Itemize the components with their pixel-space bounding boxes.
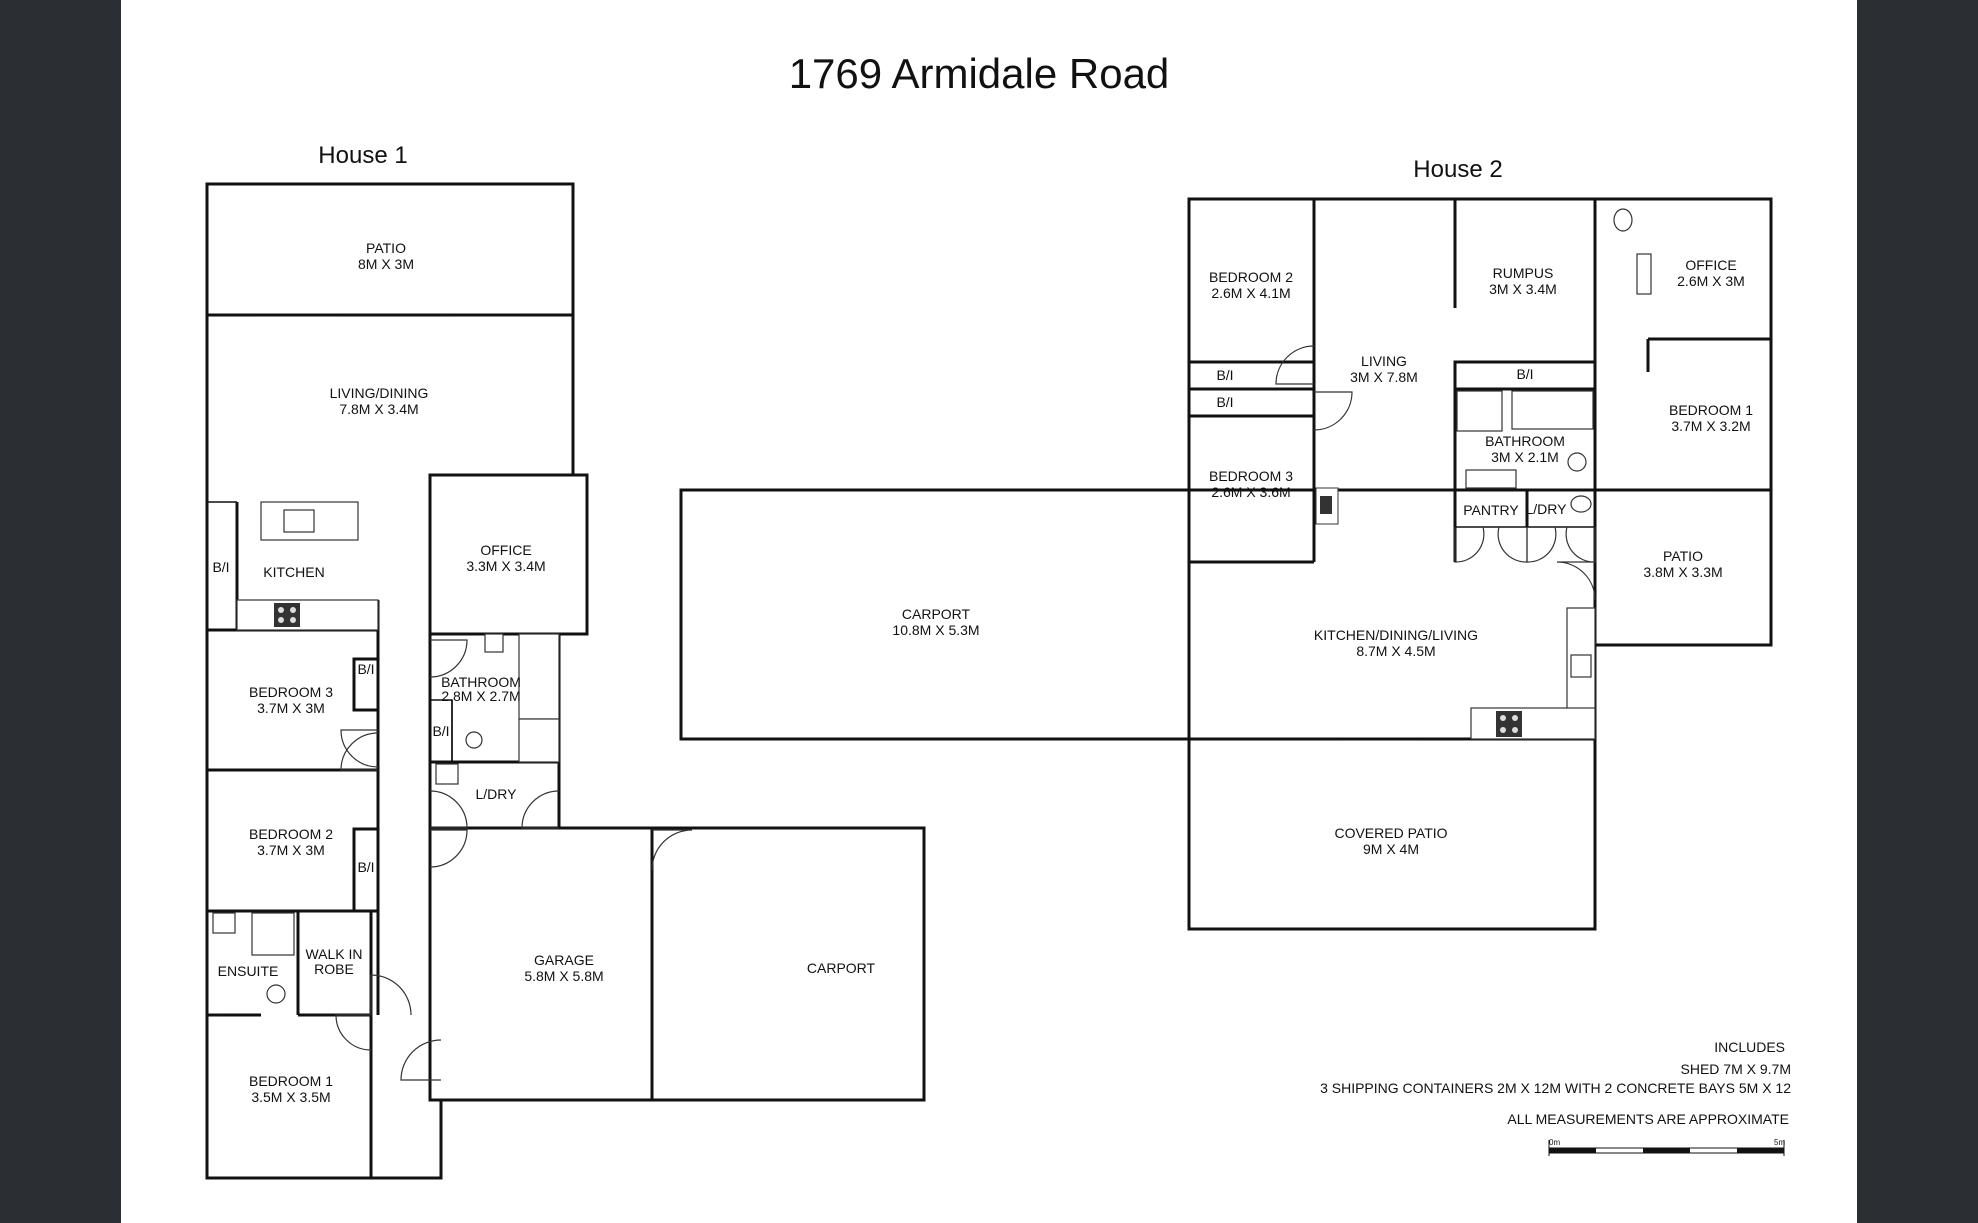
- h2-bedroom1-size: 3.7M X 3.2M: [1671, 418, 1750, 434]
- h2-living-label: LIVING: [1361, 353, 1407, 369]
- scale-bar: 0m 5m: [1548, 1138, 1785, 1156]
- h2-bi-top-label: B/I: [1216, 367, 1233, 383]
- h2-carport-size: 10.8M X 5.3M: [892, 622, 979, 638]
- h2-patio-size: 3.8M X 3.3M: [1643, 564, 1722, 580]
- h1-bedroom2-size: 3.7M X 3M: [257, 842, 325, 858]
- h1-patio-size: 8M X 3M: [358, 256, 414, 272]
- h1-bathroom-bi-label: B/I: [432, 723, 449, 739]
- floor-plan-drawing: 1769 Armidale Road House 1: [205, 50, 1791, 1180]
- h1-carport-label: CARPORT: [807, 960, 876, 976]
- note-containers: 3 SHIPPING CONTAINERS 2M X 12M WITH 2 CO…: [1320, 1080, 1791, 1096]
- house2-heading: House 2: [1413, 156, 1502, 183]
- h2-carport-label: CARPORT: [902, 606, 971, 622]
- h1-patio-label: PATIO: [366, 240, 406, 256]
- h2-laundry-label: L/DRY: [1526, 501, 1568, 517]
- h1-bedroom2-bi-label: B/I: [357, 859, 374, 875]
- h1-laundry-label: L/DRY: [476, 786, 518, 802]
- h2-bedroom1-label: BEDROOM 1: [1669, 402, 1753, 418]
- h1-office-label: OFFICE: [480, 542, 531, 558]
- h1-kitchen-bi-label: B/I: [212, 559, 229, 575]
- house2-walls: [679, 197, 1773, 931]
- h1-walk-in-robe-line2: ROBE: [314, 961, 354, 977]
- floor-plan-sheet: 1769 Armidale Road House 1: [121, 0, 1857, 1223]
- h2-pantry-label: PANTRY: [1463, 502, 1519, 518]
- house1-walls: [205, 182, 926, 1180]
- h1-living-dining-size: 7.8M X 3.4M: [339, 401, 418, 417]
- h2-bathroom-bi-label: B/I: [1516, 366, 1533, 382]
- house1-heading: House 1: [318, 142, 407, 169]
- h2-bedroom2-size: 2.6M X 4.1M: [1211, 285, 1290, 301]
- h1-bedroom3-bi-label: B/I: [357, 661, 374, 677]
- note-approx: ALL MEASUREMENTS ARE APPROXIMATE: [1507, 1111, 1789, 1127]
- plan-title: 1769 Armidale Road: [789, 50, 1170, 97]
- h1-walk-in-robe-line1: WALK IN: [305, 946, 362, 962]
- h1-bedroom1-label: BEDROOM 1: [249, 1073, 333, 1089]
- h1-kitchen-label: KITCHEN: [263, 564, 324, 580]
- h2-office-size: 2.6M X 3M: [1677, 273, 1745, 289]
- h1-bedroom3-label: BEDROOM 3: [249, 684, 333, 700]
- h2-patio-label: PATIO: [1663, 548, 1703, 564]
- h2-rumpus-size: 3M X 3.4M: [1489, 281, 1557, 297]
- h1-ensuite-label: ENSUITE: [218, 963, 279, 979]
- h2-kitchen-dining-living-label: KITCHEN/DINING/LIVING: [1314, 627, 1478, 643]
- h2-rumpus-label: RUMPUS: [1493, 265, 1554, 281]
- h2-bathroom-label: BATHROOM: [1485, 433, 1565, 449]
- note-shed: SHED 7M X 9.7M: [1681, 1061, 1791, 1077]
- h1-garage-label: GARAGE: [534, 952, 594, 968]
- h2-bedroom3-label: BEDROOM 3: [1209, 468, 1293, 484]
- house1-labels: PATIO 8M X 3M LIVING/DINING 7.8M X 3.4M …: [212, 240, 875, 1105]
- h2-bedroom3-size: 2.6M X 3.6M: [1211, 484, 1290, 500]
- h2-living-size: 3M X 7.8M: [1350, 369, 1418, 385]
- h1-garage-size: 5.8M X 5.8M: [524, 968, 603, 984]
- h2-covered-patio-size: 9M X 4M: [1363, 841, 1419, 857]
- h1-bedroom2-label: BEDROOM 2: [249, 826, 333, 842]
- scale-end-label: 5m: [1774, 1138, 1785, 1147]
- house2-labels: BEDROOM 2 2.6M X 4.1M LIVING 3M X 7.8M R…: [892, 257, 1753, 857]
- h2-office-label: OFFICE: [1685, 257, 1736, 273]
- h2-bedroom2-label: BEDROOM 2: [1209, 269, 1293, 285]
- h1-bedroom1-size: 3.5M X 3.5M: [251, 1089, 330, 1105]
- h2-kitchen-dining-living-size: 8.7M X 4.5M: [1356, 643, 1435, 659]
- note-includes: INCLUDES: [1714, 1039, 1785, 1055]
- h2-bathroom-size: 3M X 2.1M: [1491, 449, 1559, 465]
- house2-fixtures: [1275, 208, 1706, 740]
- h1-office-size: 3.3M X 3.4M: [466, 558, 545, 574]
- plan-notes: INCLUDES SHED 7M X 9.7M 3 SHIPPING CONTA…: [1320, 1039, 1791, 1127]
- house1-fixtures: [212, 314, 693, 1081]
- h2-covered-patio-label: COVERED PATIO: [1334, 825, 1447, 841]
- scale-start-label: 0m: [1549, 1138, 1560, 1147]
- h1-bathroom-label: BATHROOM: [441, 674, 521, 690]
- h1-bedroom3-size: 3.7M X 3M: [257, 700, 325, 716]
- h1-living-dining-label: LIVING/DINING: [330, 385, 429, 401]
- h1-bathroom-size: 2.8M X 2.7M: [441, 688, 520, 704]
- h2-bi-bottom-label: B/I: [1216, 394, 1233, 410]
